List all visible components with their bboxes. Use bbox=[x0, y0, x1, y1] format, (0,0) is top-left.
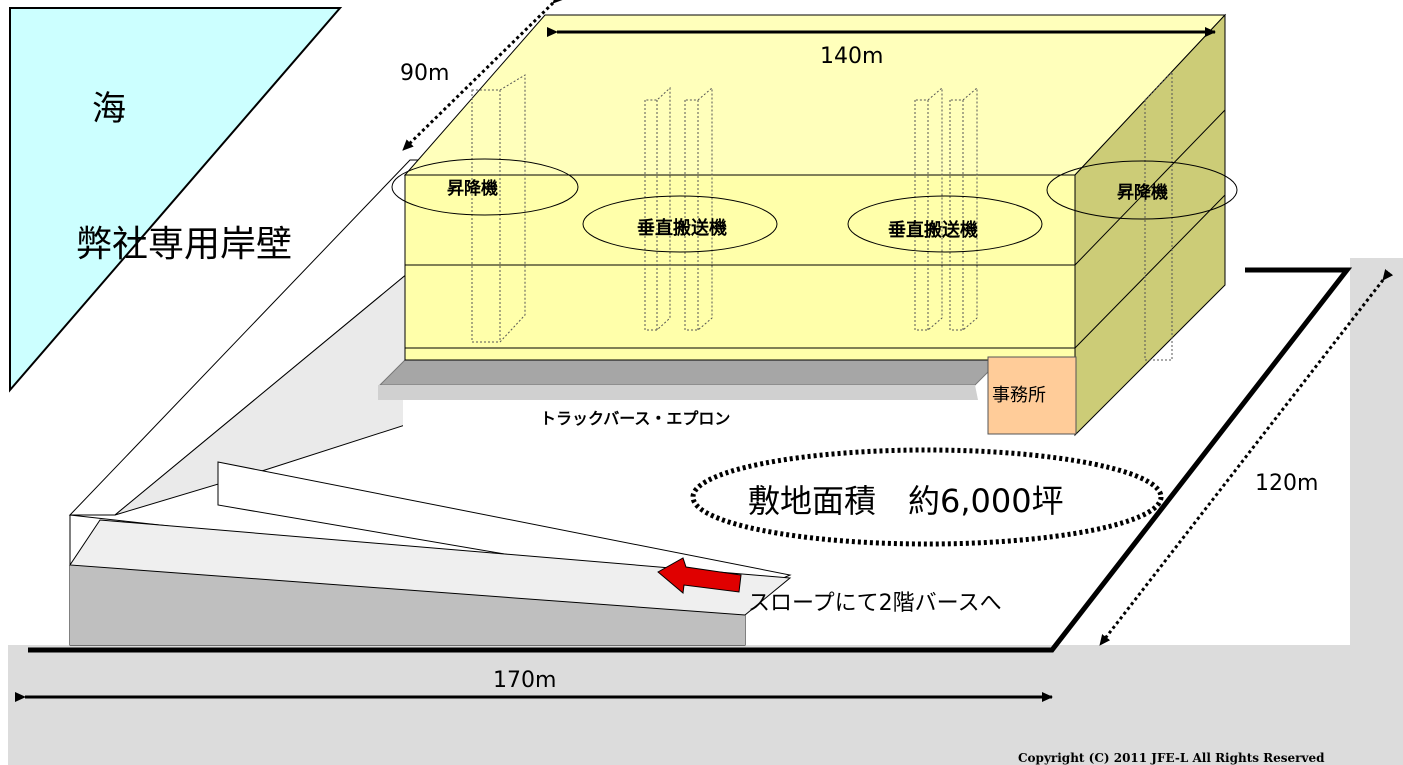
side-floor-line-1 bbox=[1074, 109, 1226, 266]
office-box bbox=[987, 356, 1077, 435]
dim-140-label: 140m bbox=[820, 44, 883, 69]
truck-berth-label: トラックバース・エプロン bbox=[540, 409, 730, 428]
apron-light bbox=[378, 385, 978, 400]
ramp-shade bbox=[70, 565, 745, 645]
ground-right bbox=[1350, 258, 1403, 645]
lift-right-label: 昇降機 bbox=[1117, 182, 1168, 203]
vconv-right-label: 垂直搬送機 bbox=[888, 219, 978, 241]
vconv-left-label: 垂直搬送機 bbox=[637, 217, 727, 239]
dim-120-line bbox=[1098, 269, 1394, 646]
slope-arrow bbox=[657, 557, 742, 594]
lift-left-label: 昇降機 bbox=[447, 178, 498, 199]
office-label: 事務所 bbox=[992, 385, 1046, 406]
truck-berth-apron bbox=[403, 400, 981, 436]
ramp-lower-lane bbox=[69, 519, 792, 616]
ground-strip bbox=[8, 645, 1403, 765]
vconv-right-callout bbox=[847, 195, 1043, 253]
building-front bbox=[404, 174, 1076, 361]
sea-area bbox=[9, 7, 343, 393]
site-area-label: 敷地面積 約6,000坪 bbox=[748, 482, 1064, 520]
lift-left-callout bbox=[391, 158, 579, 216]
dim-90-line bbox=[401, 0, 564, 152]
dim-120-label: 120m bbox=[1255, 471, 1318, 496]
copyright-text: Copyright (C) 2011 JFE-L All Rights Rese… bbox=[1018, 751, 1325, 765]
vconv-left-callout bbox=[582, 195, 778, 253]
dim-90-label: 90m bbox=[400, 61, 449, 86]
quay-label: 弊社専用岸壁 bbox=[76, 224, 292, 265]
apron-gray bbox=[378, 359, 1002, 386]
sea-label: 海 bbox=[92, 89, 126, 129]
dim-170-label: 170m bbox=[493, 668, 556, 693]
slope-note-label: スロープにて2階バースへ bbox=[748, 591, 1002, 616]
lift-right-callout bbox=[1046, 160, 1238, 220]
